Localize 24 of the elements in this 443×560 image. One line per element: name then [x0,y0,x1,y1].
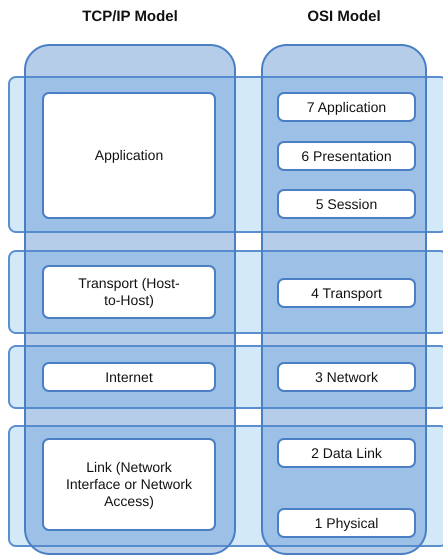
layer-box [277,278,416,308]
layer-box [277,141,416,171]
layer-name: 2 Data Link [311,444,382,462]
layer-box [277,362,416,392]
layer-name: 5 Session [316,196,378,212]
layer-name: 7 Application [306,98,386,116]
layer-name: Transport (Host-to-Host) [77,275,181,309]
layer-box [277,189,416,219]
layer-box [42,92,216,219]
layer-box [42,362,216,392]
layer-name: 1 Physical [314,514,378,532]
layer-box [277,438,416,468]
layer-box [42,438,216,531]
layer-name: 6 Presentation [301,148,392,164]
layer-name: 3 Network [314,368,378,386]
layer-name: Application [94,147,164,164]
layer-name: Internet [105,368,153,386]
layer-box [277,508,416,538]
column-title: TCP/IP Model [81,8,179,25]
layer-box [277,92,416,122]
layer-name: 4 Transport [311,284,382,302]
layer-name: Link (Network Interface or Network Access) [64,459,194,510]
layer-box [42,265,216,319]
column-title: OSI Model [306,8,382,25]
